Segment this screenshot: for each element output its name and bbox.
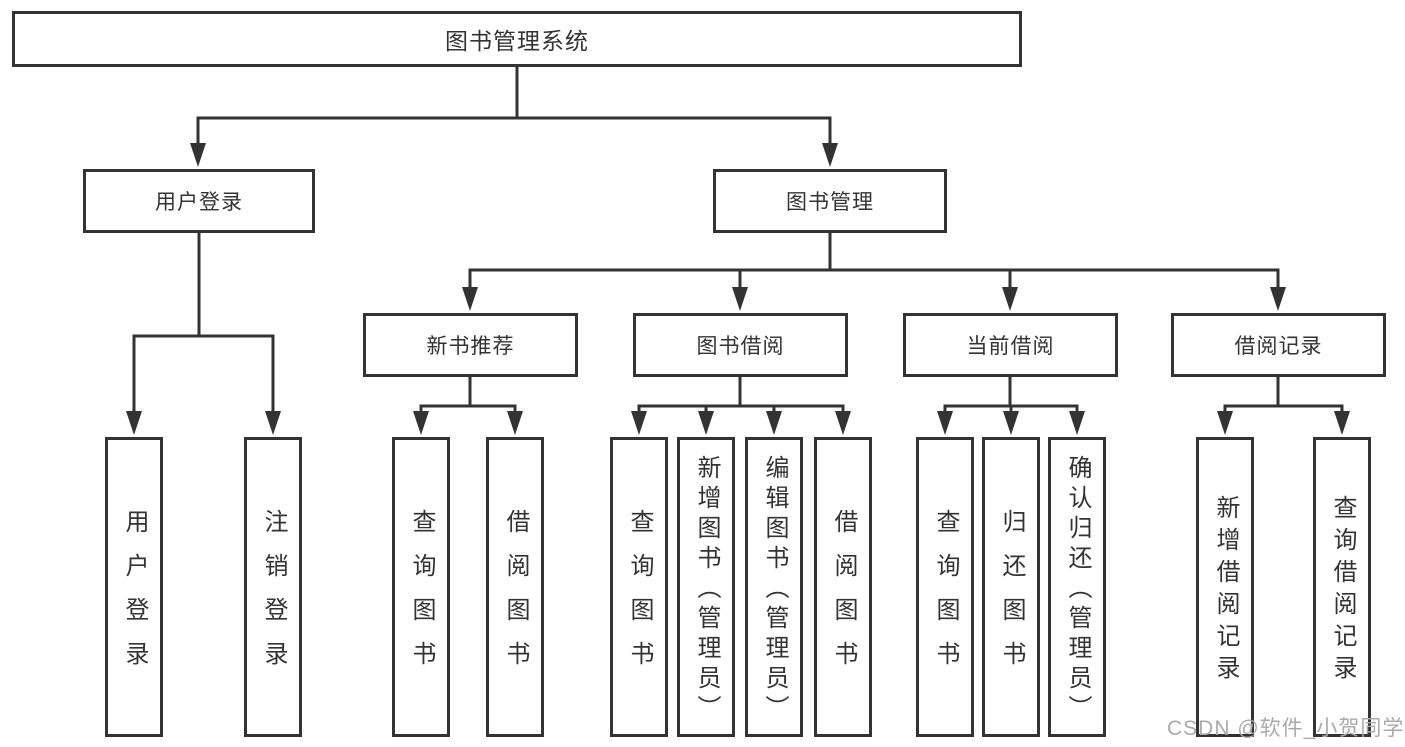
node-book-borrowing: 图书借阅 [633,313,848,377]
leaf-label: 查询图书 [626,509,653,685]
leaf-add-borrow-record: 新增借阅记录 [1196,437,1254,737]
leaf-label: 查询借阅记录 [1329,495,1356,687]
leaf-borrow-books-1: 借阅图书 [486,437,544,737]
arrowhead-icon [507,411,523,435]
connector-user-login [126,232,281,435]
arrowhead-icon [766,411,782,435]
arrowhead-icon [413,411,429,435]
leaf-confirm-return-admin: 确认归还（管理员） [1048,437,1106,737]
leaf-query-books-2: 查询图书 [610,437,668,737]
arrowhead-icon [190,143,206,167]
leaf-query-borrow-record: 查询借阅记录 [1313,437,1371,737]
arrowhead-icon [1002,287,1018,311]
node-library-management-system: 图书管理系统 [12,11,1022,67]
leaf-user-login: 用户登录 [105,437,163,737]
arrowhead-icon [732,287,748,311]
leaf-label: 新增图书（管理员） [693,455,720,725]
leaf-label: 查询图书 [932,509,959,685]
leaf-query-books-1: 查询图书 [392,437,450,737]
leaf-label: 编辑图书（管理员） [761,455,788,725]
connector-current-borrowing [937,377,1085,435]
arrowhead-icon [1069,411,1085,435]
leaf-label: 归还图书 [998,509,1025,685]
leaf-label: 注销登录 [260,509,287,685]
node-current-borrowing: 当前借阅 [903,313,1118,377]
node-borrowing-records: 借阅记录 [1171,313,1386,377]
connector-book-borrowing [631,377,851,435]
connector-borrowing-records [1217,377,1350,435]
leaf-label: 新增借阅记录 [1212,495,1239,687]
leaf-return-books: 归还图书 [982,437,1040,737]
leaf-logout: 注销登录 [244,437,302,737]
leaf-label: 查询图书 [408,509,435,685]
leaf-query-books-3: 查询图书 [916,437,974,737]
leaf-label: 借阅图书 [830,509,857,685]
arrowhead-icon [1217,411,1233,435]
arrowhead-icon [1270,287,1286,311]
leaf-borrow-books-2: 借阅图书 [814,437,872,737]
arrowhead-icon [1334,411,1350,435]
arrowhead-icon [822,143,838,167]
connector-root [190,67,838,167]
connector-new-book-recommendation [413,377,523,435]
node-user-login: 用户登录 [83,169,315,233]
leaf-edit-book-admin: 编辑图书（管理员） [745,437,803,737]
arrowhead-icon [631,411,647,435]
leaf-label: 借阅图书 [502,509,529,685]
node-book-management: 图书管理 [713,169,947,233]
arrowhead-icon [698,411,714,435]
node-new-book-recommendation: 新书推荐 [363,313,578,377]
arrowhead-icon [462,287,478,311]
watermark-csdn: CSDN @软件_小贺同学 [1167,717,1405,740]
leaf-label: 确认归还（管理员） [1064,455,1091,725]
arrowhead-icon [937,411,953,435]
arrowhead-icon [265,411,281,435]
arrowhead-icon [835,411,851,435]
arrowhead-icon [126,411,142,435]
leaf-add-book-admin: 新增图书（管理员） [677,437,735,737]
leaf-label: 用户登录 [121,509,148,685]
connector-book-management [462,232,1286,311]
arrowhead-icon [1003,411,1019,435]
